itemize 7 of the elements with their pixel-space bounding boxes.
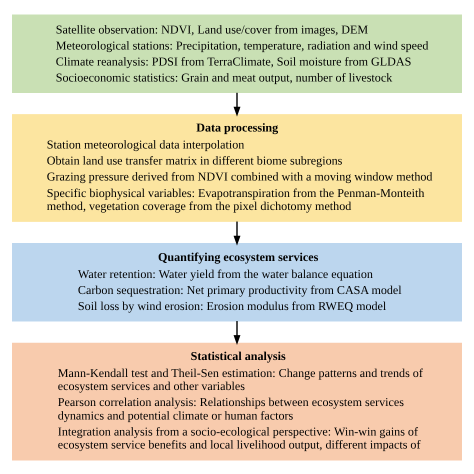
node-box: Satellite observation: NDVI, Land use/cover from images, DEM Meteorological stations: Precipitation, temperature, radiation and wind speed Climate reanalysis: PDSI from TerraClimate, Soil moisture from GLDAS Socioeconomic statistics: Grain and meat output, number of livestock [12,14,462,93]
node-box: Data processing Station meteorological data interpolation Obtain land use transfer matrix in different biome subregions Grazing pressure derived from NDVI combined with a moving window method Specific biophysical variables: Evapotranspiration from the Penman-Monteith method, vegetation coverage from the pixel dichotomy method [12,114,462,222]
arrow [234,221,240,246]
arrow [234,92,240,116]
arrow [234,320,240,344]
node-box: Quantifying ecosystem services Water retention: Water yield from the water balance equation Carbon sequestration: Net primary productivity from CASA model Soil loss by wind erosion: Erosion modulus from RWEQ model [12,242,462,322]
node-box: Statistical analysis Mann-Kendall test and Theil-Sen estimation: Change patterns and trends of ecosystem services and other variables Pearson correlation analysis: Relationships between ecosystem services dynamics and potential climate or human factors Integration analysis from a socio-ecological perspective: Win-win gains of ecosystem service benefits and local livelihood output, different impacts of [12,342,462,460]
